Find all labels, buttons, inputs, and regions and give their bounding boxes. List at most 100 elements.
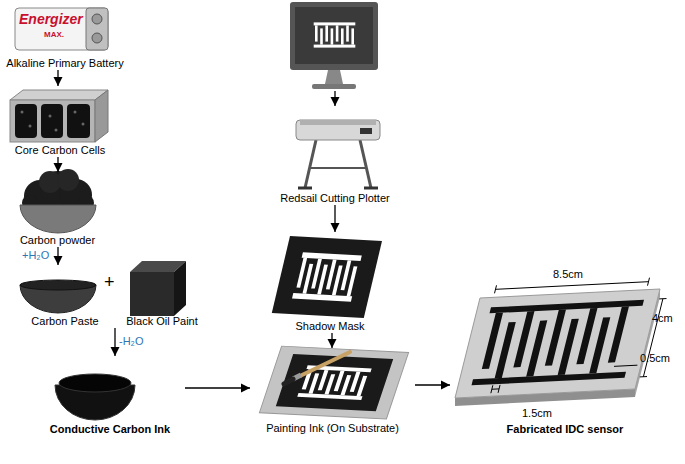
mask-sheet [276,354,393,411]
cell-dot [82,123,85,126]
flow-arrow [57,157,58,172]
idc-finger [589,317,610,373]
dimension-line [614,365,637,366]
plotter-crossbar [309,167,367,169]
step-caption: Core Carbon Cells [15,144,105,157]
battery-cap [86,8,108,50]
process-step: Painting Ink (On Substrate) [250,348,415,435]
process-step: Core Carbon Cells [5,86,115,157]
monitor-base [312,84,356,89]
flow-arrow [185,387,250,388]
edge-label: -H₂O [119,335,143,348]
monitor-neck [325,70,343,84]
process-step: Redsail Cutting Plotter [260,108,410,205]
shadow-mask [272,236,382,318]
cell-dot [74,111,77,114]
plotter-foot [364,187,378,190]
carbon-cell [67,104,90,138]
idc-finger [495,322,516,378]
substrate [455,289,660,398]
painting-stage [259,346,408,419]
step-caption: Alkaline Primary Battery [6,57,123,70]
annotation-label: MAX. [44,30,64,40]
process-step: Fabricated IDC sensor [450,262,680,436]
step-caption: Shadow Mask [295,320,364,333]
process-step: Shadow Mask [270,232,390,333]
dimension-tick [495,285,497,293]
step-caption: Black Oil Paint [126,315,198,328]
battery-terminal [92,33,102,43]
mask-pattern [292,252,362,301]
flow-arrow [334,205,335,232]
dimension-tick [640,376,647,377]
flow-arrow [331,333,332,348]
monitor-screen [295,7,373,64]
dimension-line [643,299,663,377]
dimension-tick [491,385,493,393]
paint-cube-front [130,272,174,316]
battery-terminal [92,14,102,24]
annotation-label: + [104,272,115,292]
battery-body [15,8,108,50]
bowl [20,205,96,233]
paste-surface [20,280,96,290]
ink-surface [59,374,131,392]
dimension-tick [659,298,666,299]
flow-arrow [334,91,335,106]
plotter-foot [298,187,312,190]
annotation-label: 4cm [652,312,673,325]
annotation-label: 8.5cm [553,268,583,281]
annotation-label: Energizer [19,11,83,27]
plotter-rail [300,120,376,125]
step-caption: Conductive Carbon Ink [50,423,170,436]
flow-arrow [57,247,58,265]
plotter-panel [360,128,372,134]
step-caption: Carbon powder [20,234,95,247]
plotter-body [296,120,380,140]
step-caption: Painting Ink (On Substrate) [266,422,399,435]
dimension-line [492,388,499,389]
idc-sensor [455,277,672,398]
idc-finger [526,320,547,376]
cells-top [10,90,108,100]
step-caption: Carbon Paste [31,315,98,328]
cell-dot [29,125,32,128]
brush-bristles [284,379,293,384]
plotter-leg [305,140,316,188]
monitor-bezel [290,2,378,70]
mask-sheet [272,236,382,318]
substrate [259,346,408,419]
process-step: Carbon powder [10,172,105,247]
process-step: Black Oil Paint [122,258,202,328]
screen-pattern [314,22,356,47]
annotation-label: 0.5cm [640,352,670,365]
cell-dot [21,111,24,114]
flow-arrow [415,384,450,385]
process-step: Carbon Paste [10,265,120,328]
brush-handle [300,352,350,376]
idc-finger [558,319,579,375]
dimension-tick [648,278,650,286]
step-caption: Redsail Cutting Plotter [280,192,389,205]
step-caption: Fabricated IDC sensor [507,423,624,436]
paint-cube-side [174,261,186,316]
cell-dot [55,129,58,132]
idc-finger [608,306,629,362]
powder-heap [57,169,79,191]
cells-front [10,100,95,142]
cells-side [95,90,108,142]
edge-label: +H₂O [22,249,49,262]
flow-arrow [114,328,115,356]
carbon-cell [41,104,63,138]
dimension-tick [498,385,500,393]
idc-bar [472,372,627,386]
annotation-label: 1.5cm [522,407,552,420]
flow-arrow [57,70,58,86]
process-step: Conductive Carbon Ink [35,356,185,436]
dimension-line [496,282,649,290]
cell-dot [49,115,52,118]
